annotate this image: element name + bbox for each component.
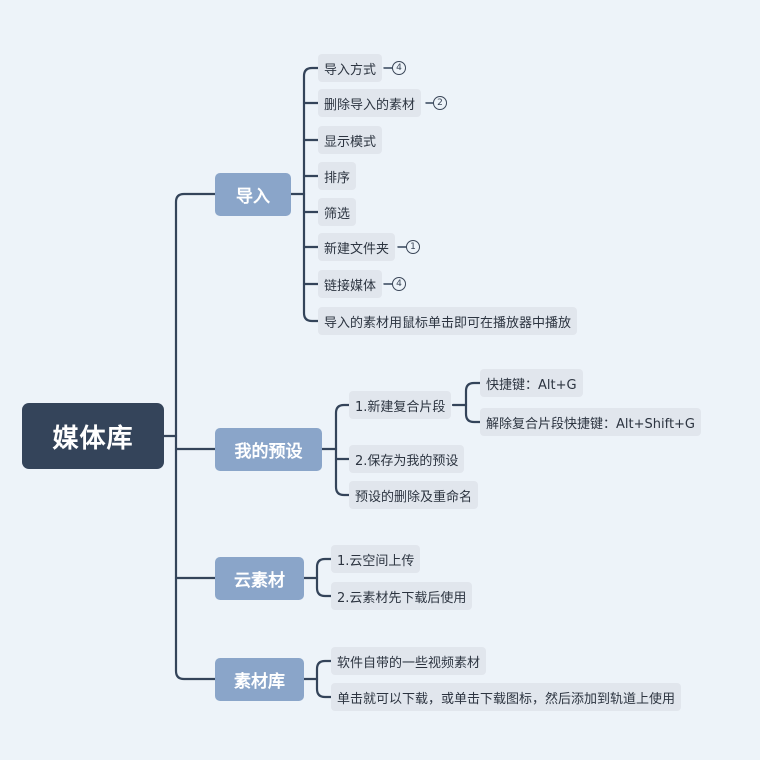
import-methods[interactable]: 导入方式 [318, 54, 383, 82]
delete-imported-media-count-badge[interactable]: 2 [433, 96, 447, 110]
compound-clip-shortcut[interactable]: 快捷键：Alt+G [480, 369, 583, 397]
builtin-video-media[interactable]: 软件自带的一些视频素材 [331, 647, 487, 675]
filter[interactable]: 筛选 [318, 198, 357, 226]
uncompound-shortcut[interactable]: 解除复合片段快捷键：Alt+Shift+G [480, 408, 702, 436]
root-node[interactable]: 媒体库 [22, 403, 164, 469]
import-methods-count-badge[interactable]: 4 [392, 61, 406, 75]
new-folder[interactable]: 新建文件夹 [318, 233, 396, 261]
cloud-upload[interactable]: 1.云空间上传 [331, 545, 421, 573]
branch-import[interactable]: 导入 [215, 173, 291, 216]
sort[interactable]: 排序 [318, 162, 357, 190]
branch-media-library[interactable]: 素材库 [215, 658, 304, 701]
link-media[interactable]: 链接媒体 [318, 270, 383, 298]
delete-imported-media[interactable]: 删除导入的素材 [318, 89, 422, 117]
branch-my-presets[interactable]: 我的预设 [215, 428, 322, 471]
cloud-download-first[interactable]: 2.云素材先下载后使用 [331, 582, 473, 610]
save-as-preset[interactable]: 2.保存为我的预设 [349, 445, 465, 473]
delete-rename-preset[interactable]: 预设的删除及重命名 [349, 481, 479, 509]
new-folder-count-badge[interactable]: 1 [406, 240, 420, 254]
display-mode[interactable]: 显示模式 [318, 126, 383, 154]
new-compound-clip[interactable]: 1.新建复合片段 [349, 391, 452, 419]
download-and-use-tip[interactable]: 单击就可以下载，或单击下载图标，然后添加到轨道上使用 [331, 683, 682, 711]
branch-cloud-media[interactable]: 云素材 [215, 557, 304, 600]
import-play-tip[interactable]: 导入的素材用鼠标单击即可在播放器中播放 [318, 307, 578, 335]
link-media-count-badge[interactable]: 4 [392, 277, 406, 291]
